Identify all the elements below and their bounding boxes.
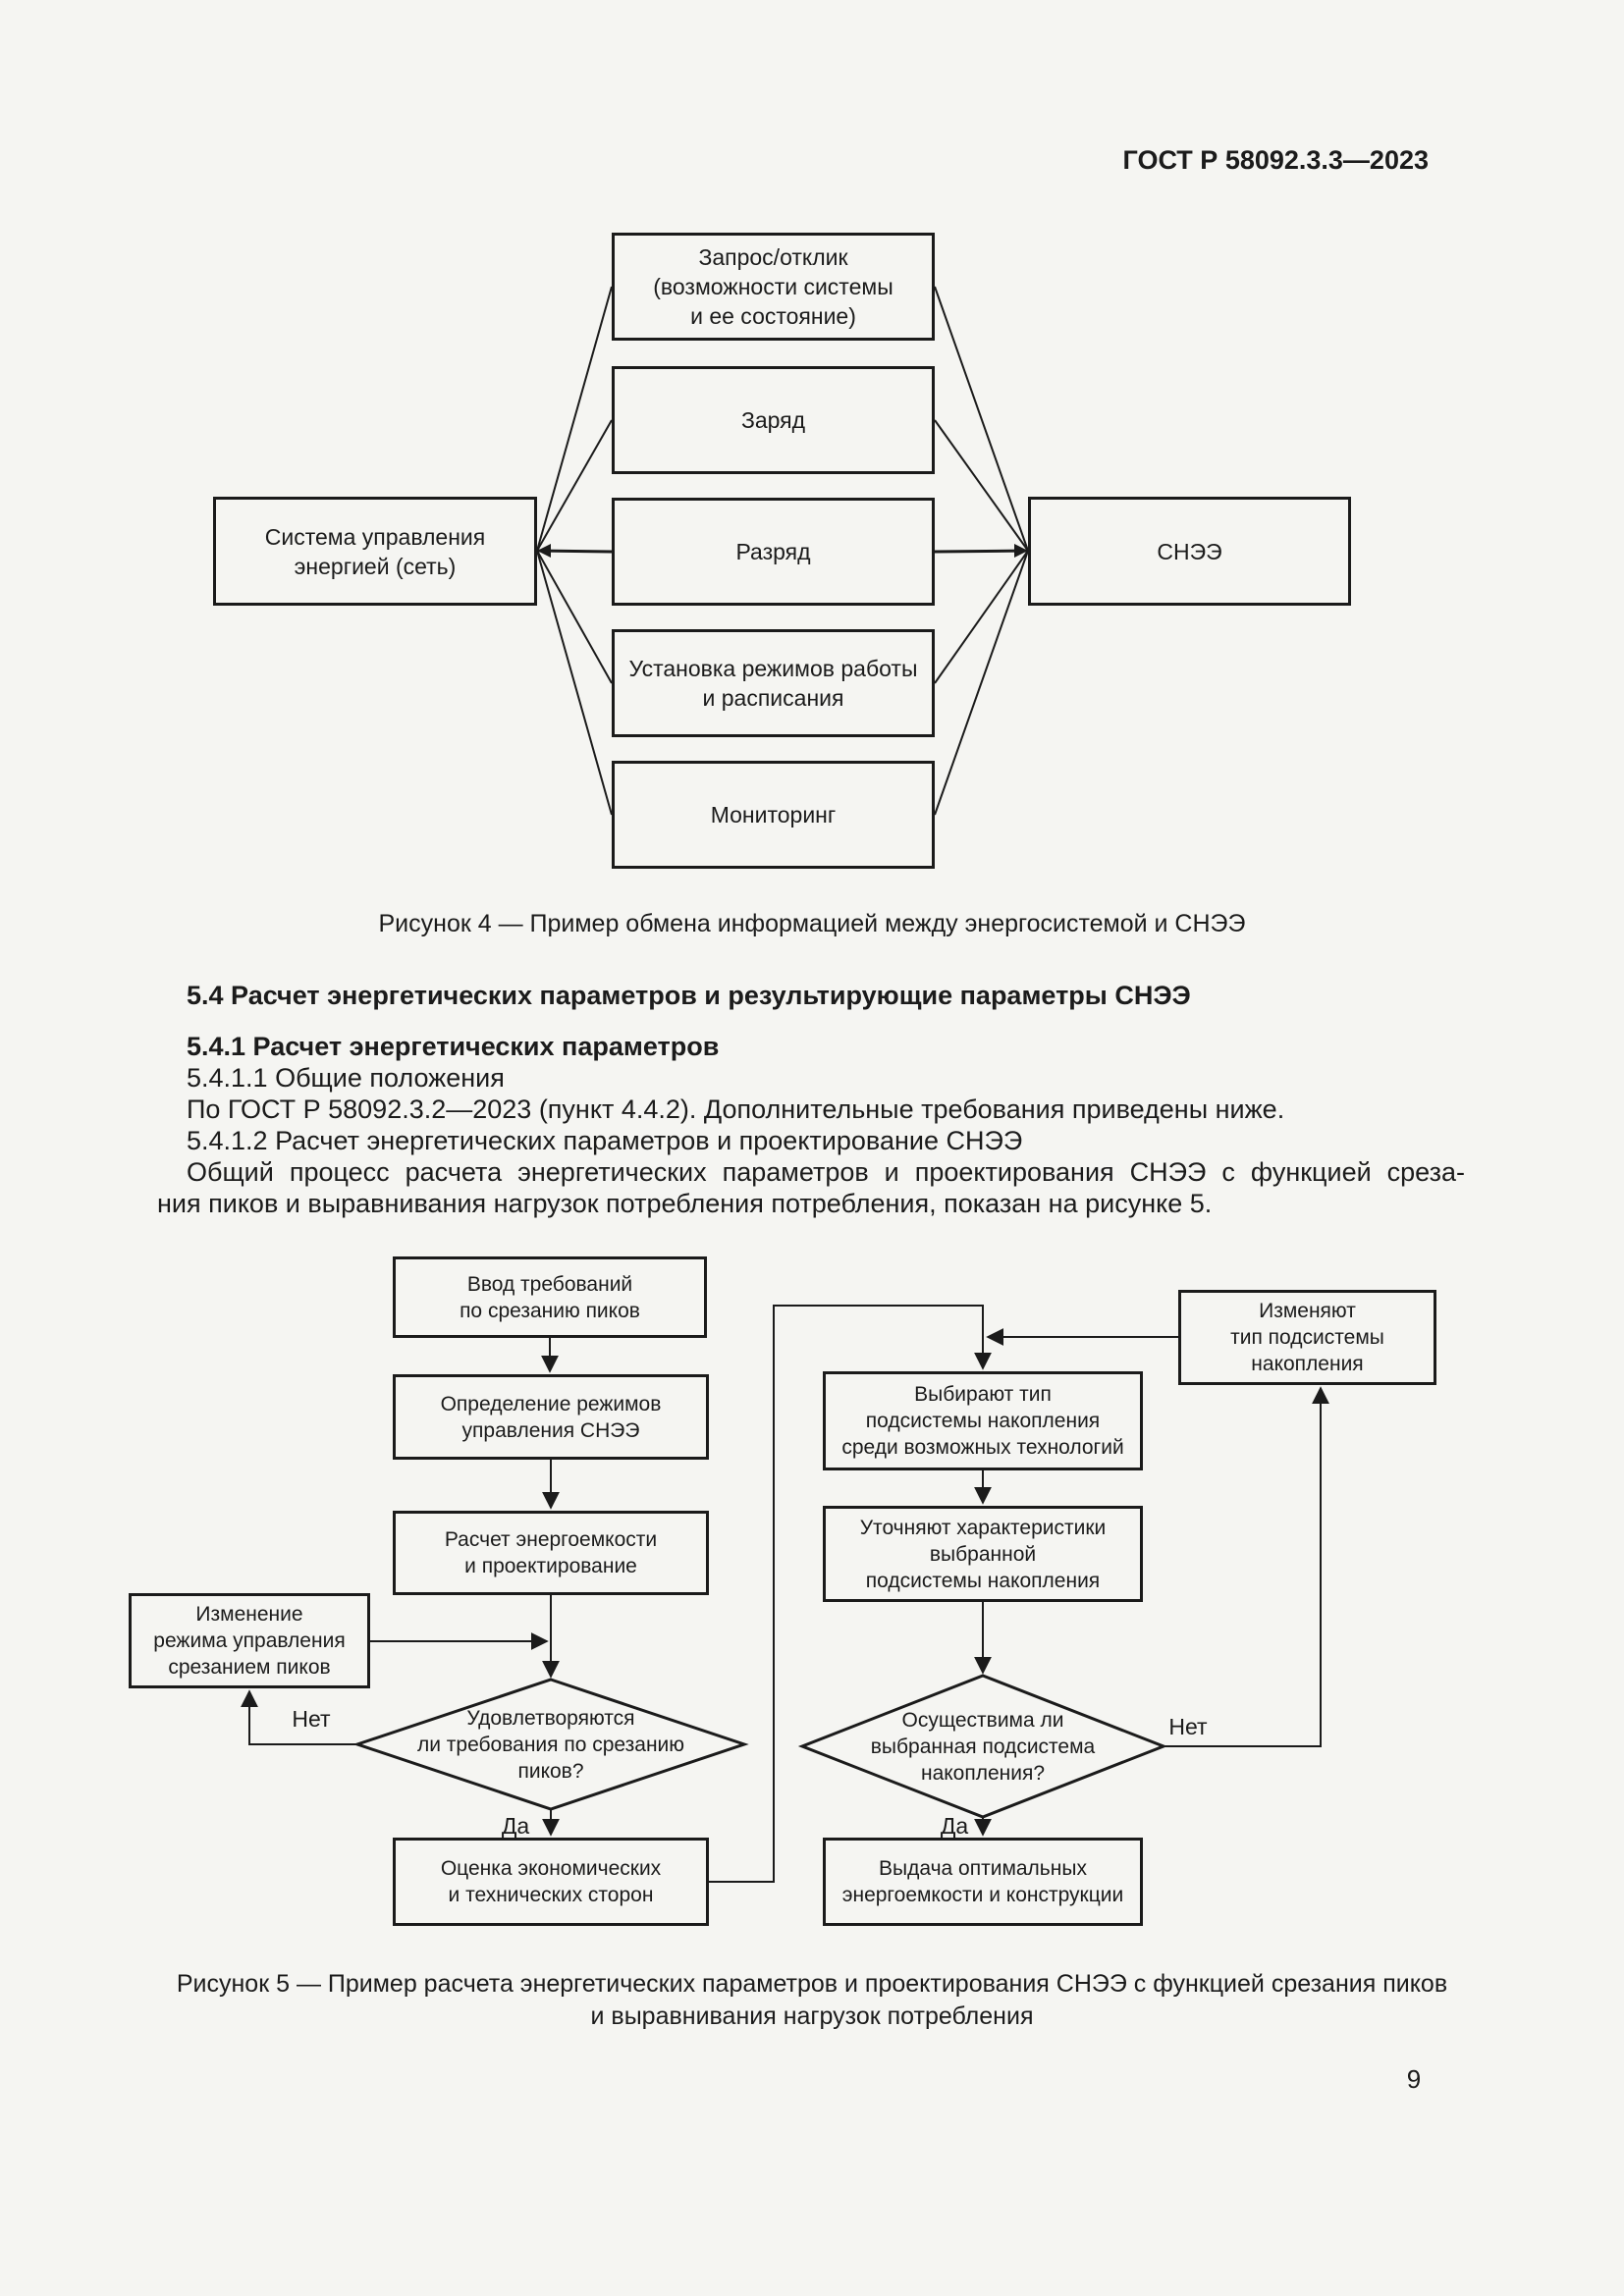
- paragraph-5-4-1-1: 5.4.1.1 Общие положения: [187, 1063, 505, 1093]
- monitoring-box: Мониторинг: [612, 761, 935, 869]
- connector-line: [536, 419, 613, 552]
- paragraph-process-line1: Общий процесс расчета энергетических пар…: [187, 1157, 1465, 1187]
- figure5-caption: Рисунок 5 — Пример расчета энергетически…: [176, 1970, 1448, 2030]
- label-yes-left: Да: [501, 1813, 530, 1839]
- label-no-right: Нет: [1168, 1714, 1208, 1739]
- paragraph-5-4-1-2: 5.4.1.2 Расчет энергетических параметров…: [187, 1126, 1023, 1155]
- ems-box: Система управления энергией (сеть): [213, 497, 537, 606]
- connector-line: [934, 550, 1029, 684]
- label-no-left: Нет: [292, 1706, 331, 1732]
- select-type-box: Выбирают тип подсистемы накопления среди…: [823, 1371, 1143, 1470]
- define-modes-box: Определение режимов управления СНЭЭ: [393, 1374, 709, 1460]
- figure4-caption: Рисунок 4 — Пример обмена информацией ме…: [378, 910, 1246, 937]
- connector-line: [934, 550, 1029, 816]
- decision-feasible-diamond: [797, 1674, 1168, 1819]
- section-heading-5-4: 5.4 Расчет энергетических параметров и р…: [187, 981, 1191, 1010]
- decision-peaks-diamond: [352, 1678, 749, 1811]
- page-number: 9: [1406, 2064, 1422, 2094]
- connector-line: [536, 550, 613, 684]
- connector-line: [536, 286, 613, 552]
- snee-box: СНЭЭ: [1028, 497, 1351, 606]
- decision-peaks-text: Удовлетворяются ли требования по срезани…: [416, 1706, 685, 1783]
- label-yes-right: Да: [940, 1813, 969, 1839]
- input-requirements-box: Ввод требований по срезанию пиков: [393, 1256, 707, 1338]
- figure4-diagram: Система управления энергией (сеть) Запро…: [147, 221, 1404, 879]
- document-header: ГОСТ Р 58092.3.3—2023: [1122, 145, 1429, 175]
- change-mode-box: Изменение режима управления срезанием пи…: [129, 1593, 370, 1688]
- figure5-flowchart: Ввод требований по срезанию пиков Опреде…: [128, 1247, 1443, 1953]
- calc-capacity-box: Расчет энергоемкости и проектирование: [393, 1511, 709, 1595]
- figure5-connectors: [241, 1305, 1329, 1883]
- refine-characteristics-box: Уточняют характеристики выбранной подсис…: [823, 1506, 1143, 1602]
- connector-line: [934, 419, 1029, 552]
- arrowhead: [1014, 544, 1028, 558]
- discharge-box: Разряд: [612, 498, 935, 606]
- figure4-connectors: [536, 286, 1029, 816]
- section-heading-5-4-1: 5.4.1 Расчет энергетических параметров: [187, 1032, 720, 1061]
- paragraph-process-line2: ния пиков и выравнивания нагрузок потреб…: [157, 1189, 1213, 1218]
- connector-line: [536, 550, 613, 816]
- connector-line: [241, 1689, 357, 1745]
- paragraph-gost-reference: По ГОСТ Р 58092.3.2—2023 (пункт 4.4.2). …: [187, 1095, 1285, 1124]
- output-box: Выдача оптимальных энергоемкости и конст…: [823, 1838, 1143, 1926]
- connector-line: [934, 286, 1029, 552]
- connector-line: [934, 549, 1029, 554]
- request-response-box: Запрос/отклик (возможности системы и ее …: [612, 233, 935, 341]
- evaluate-box: Оценка экономических и технических сторо…: [393, 1838, 709, 1926]
- charge-box: Заряд: [612, 366, 935, 474]
- connector-line: [709, 1305, 992, 1883]
- modes-schedule-box: Установка режимов работы и расписания: [612, 629, 935, 737]
- change-subsystem-box: Изменяют тип подсистемы накопления: [1178, 1290, 1436, 1385]
- decision-feasible-text: Осуществима ли выбранная подсистема нако…: [870, 1708, 1096, 1785]
- arrowhead: [537, 544, 551, 558]
- connector-line: [1164, 1386, 1329, 1747]
